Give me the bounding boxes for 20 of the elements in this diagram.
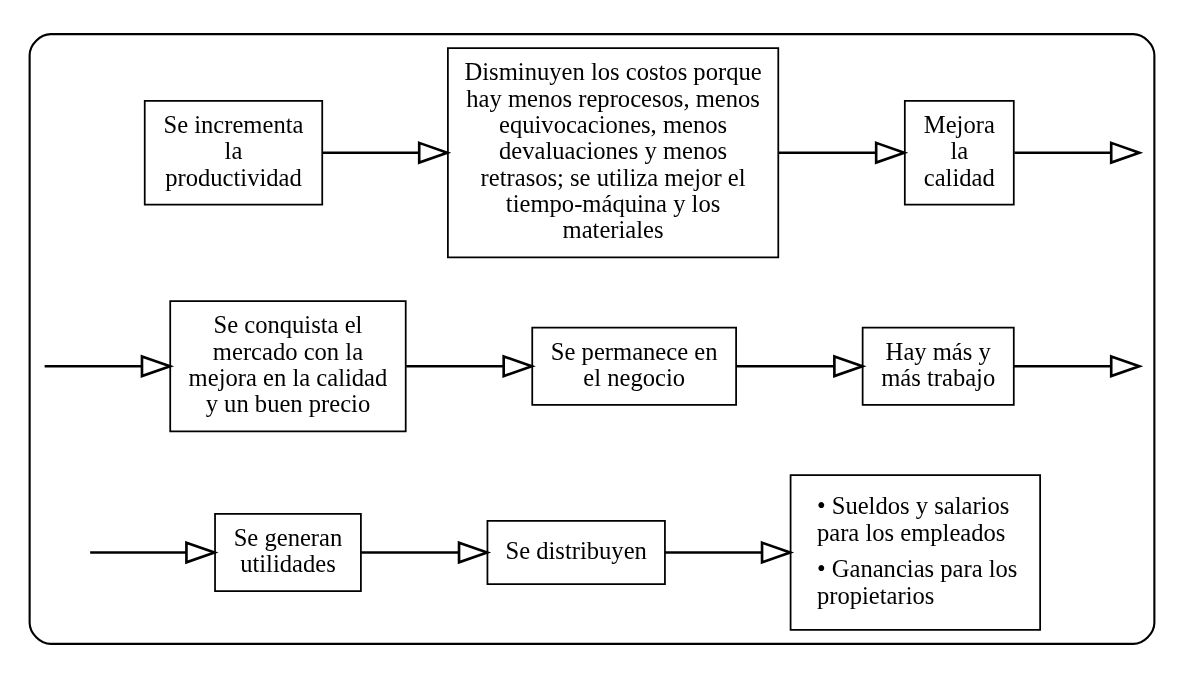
node-box: Se permanece en el negocio	[531, 326, 737, 406]
arrow	[1014, 140, 1144, 164]
node-box: Mejora la calidad	[903, 99, 1015, 205]
arrow	[361, 540, 492, 564]
node-box: Se distribuyen	[486, 519, 666, 585]
arrow	[736, 354, 867, 378]
arrow	[44, 354, 175, 378]
node-box: Se generan utilidades	[214, 512, 362, 592]
arrow	[664, 540, 795, 564]
arrow	[90, 540, 219, 564]
node-box: Disminuyen los costos porque hay menos reprocesos, menos equivocaciones, menos devaluaciones y menos retrasos; se utiliza mejor el tiempo-máquina y los materiales	[447, 46, 780, 258]
node-box: Se conquista el mercado con la mejora en la calidad y un buen precio	[169, 299, 407, 432]
arrow	[322, 140, 452, 164]
cluster	[28, 32, 1156, 645]
arrow	[778, 140, 909, 164]
node-box: • Sueldos y salarios para los empleados • Ganancias para los propietarios	[789, 473, 1042, 631]
arrow	[1014, 354, 1144, 378]
arrow	[406, 354, 536, 378]
node-box: Se incrementa la productividad	[143, 99, 324, 205]
node-box: Hay más y más trabajo	[861, 326, 1015, 406]
